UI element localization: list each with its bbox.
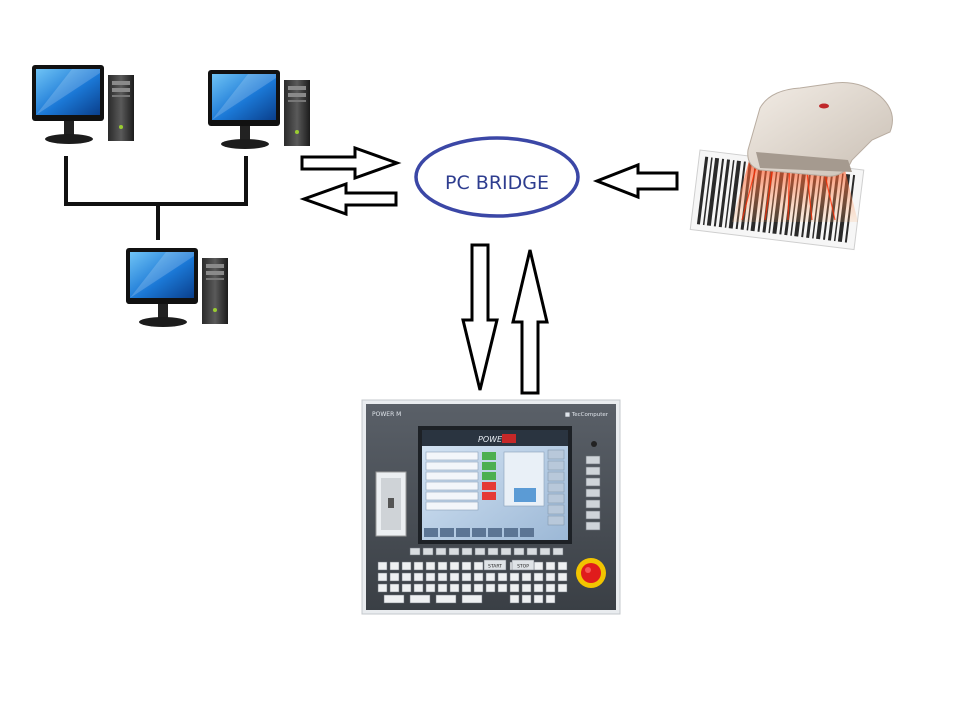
controller-screen-title: POWER xyxy=(478,435,508,444)
desktop-computer-icon xyxy=(32,65,134,144)
network-line xyxy=(64,156,248,240)
desktop-computer-icon xyxy=(126,248,228,327)
arrow-left xyxy=(592,162,679,200)
pc-bridge-label: PC BRIDGE xyxy=(445,172,549,194)
arrow-right xyxy=(300,145,402,181)
stop-key-label: STOP xyxy=(517,564,529,570)
arrow-left xyxy=(299,181,398,217)
arrow-down xyxy=(461,243,499,391)
controller-brand-right: ■ TecComputer xyxy=(565,412,609,418)
start-key-label: START xyxy=(488,564,502,570)
emergency-stop-icon xyxy=(581,563,601,583)
pc-bridge-node xyxy=(414,136,580,218)
desktop-computer-icon xyxy=(208,70,310,149)
barcode-scanner-icon xyxy=(689,82,893,251)
arrow-up xyxy=(511,249,549,395)
cnc-control-panel-icon: POWER M ■ TecComputer POWER xyxy=(361,399,621,615)
controller-brand-left: POWER M xyxy=(372,411,401,418)
